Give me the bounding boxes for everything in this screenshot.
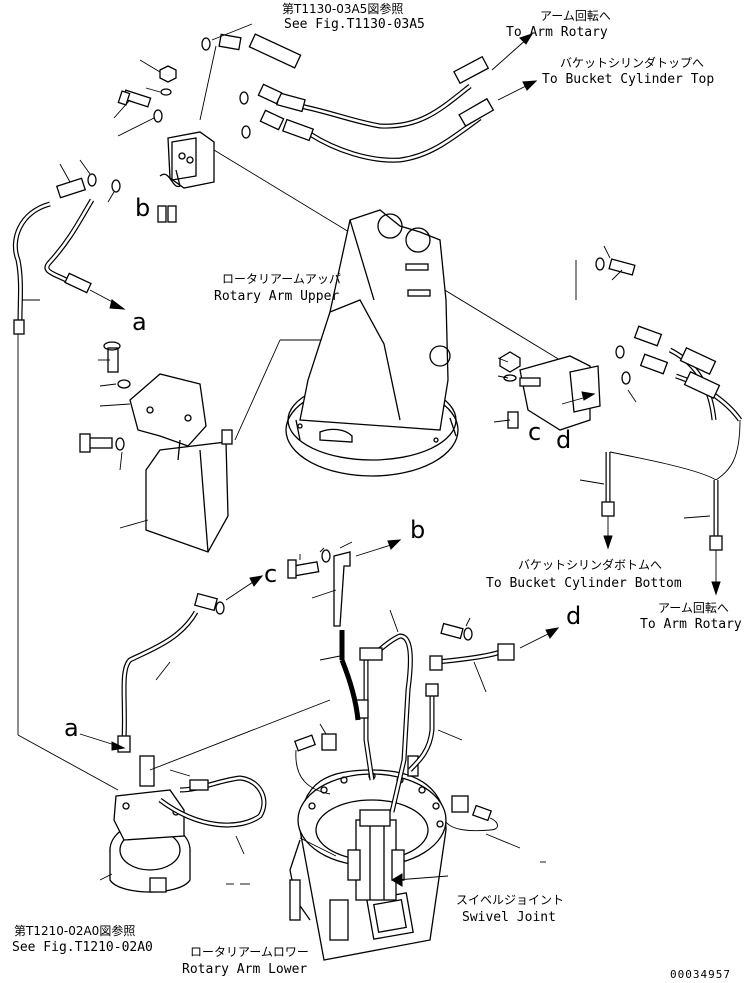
ref-t1210-en: See Fig.T1210-02A0 xyxy=(12,940,153,955)
top-fittings xyxy=(199,23,302,139)
ref-t1130-en: See Fig.T1130-03A5 xyxy=(284,17,425,32)
rotary-arm-lower-shape xyxy=(289,769,449,961)
letter-c-right: c xyxy=(528,418,542,446)
serial-number: 00034957 xyxy=(670,968,731,981)
letter-a-top: a xyxy=(132,308,147,336)
lower-left-hose xyxy=(79,610,199,753)
hydraulic-motor xyxy=(99,699,331,893)
arrow-bucket-top xyxy=(497,80,538,101)
swivel-joint-en: Swivel Joint xyxy=(462,910,556,925)
rotary-arm-upper-en: Rotary Arm Upper xyxy=(214,289,340,304)
leader-lower-left xyxy=(299,837,337,857)
left-fittings xyxy=(55,159,121,203)
dest-bucket-bottom-en: To Bucket Cylinder Bottom xyxy=(486,576,682,591)
left-line xyxy=(17,334,119,791)
cover-plate xyxy=(79,341,233,553)
swivel-hoses xyxy=(319,609,560,813)
left-upper-hose xyxy=(12,198,126,335)
letter-b-mid: b xyxy=(410,516,426,544)
dest-arm-rotary-right-en: To Arm Rotary xyxy=(640,617,742,632)
letter-d-right: d xyxy=(556,426,572,454)
dest-arm-rotary-top-en: To Arm Rotary xyxy=(506,25,608,40)
swivel-joint-jp: スイベルジョイント xyxy=(456,893,565,907)
dest-bucket-top-jp: バケットシリンダトップへ xyxy=(560,56,705,70)
dest-arm-rotary-top-jp: アーム回転へ xyxy=(540,9,611,23)
letter-d-mid: d xyxy=(566,602,582,630)
rotary-arm-lower-en: Rotary Arm Lower xyxy=(182,962,308,977)
dest-bucket-bottom-jp: バケットシリンダボトムへ xyxy=(518,558,663,572)
rotary-arm-lower-jp: ロータリアームロワー xyxy=(190,945,309,959)
upper-hose-to-arm-rotary xyxy=(276,55,490,129)
upper-hose-to-bucket-top xyxy=(281,97,495,163)
right-hoses xyxy=(579,347,743,596)
ref-t1210-jp: 第T1210-02A0図参照 xyxy=(14,924,136,938)
right-bracket xyxy=(493,245,669,431)
letter-a-left: a xyxy=(64,714,79,742)
rotary-arm-upper-jp: ロータリアームアッパ xyxy=(222,272,341,286)
swivel-small-fittings xyxy=(293,723,521,849)
ref-t1130-jp: 第T1130-03A5図参照 xyxy=(282,2,404,16)
dest-arm-rotary-right-jp: アーム回転へ xyxy=(658,601,729,615)
c-fittings xyxy=(193,575,264,615)
upper-bracket xyxy=(157,131,215,223)
mid-fittings xyxy=(287,539,402,660)
leader-cover xyxy=(234,339,281,441)
dest-bucket-top-en: To Bucket Cylinder Top xyxy=(542,72,715,87)
arrow-arm-rotary-top xyxy=(491,33,534,71)
rotary-arm-upper-shape xyxy=(285,209,459,477)
letter-b-top: b xyxy=(135,194,151,222)
letter-c-mid: c xyxy=(264,560,278,588)
upper-bolts xyxy=(113,59,177,137)
